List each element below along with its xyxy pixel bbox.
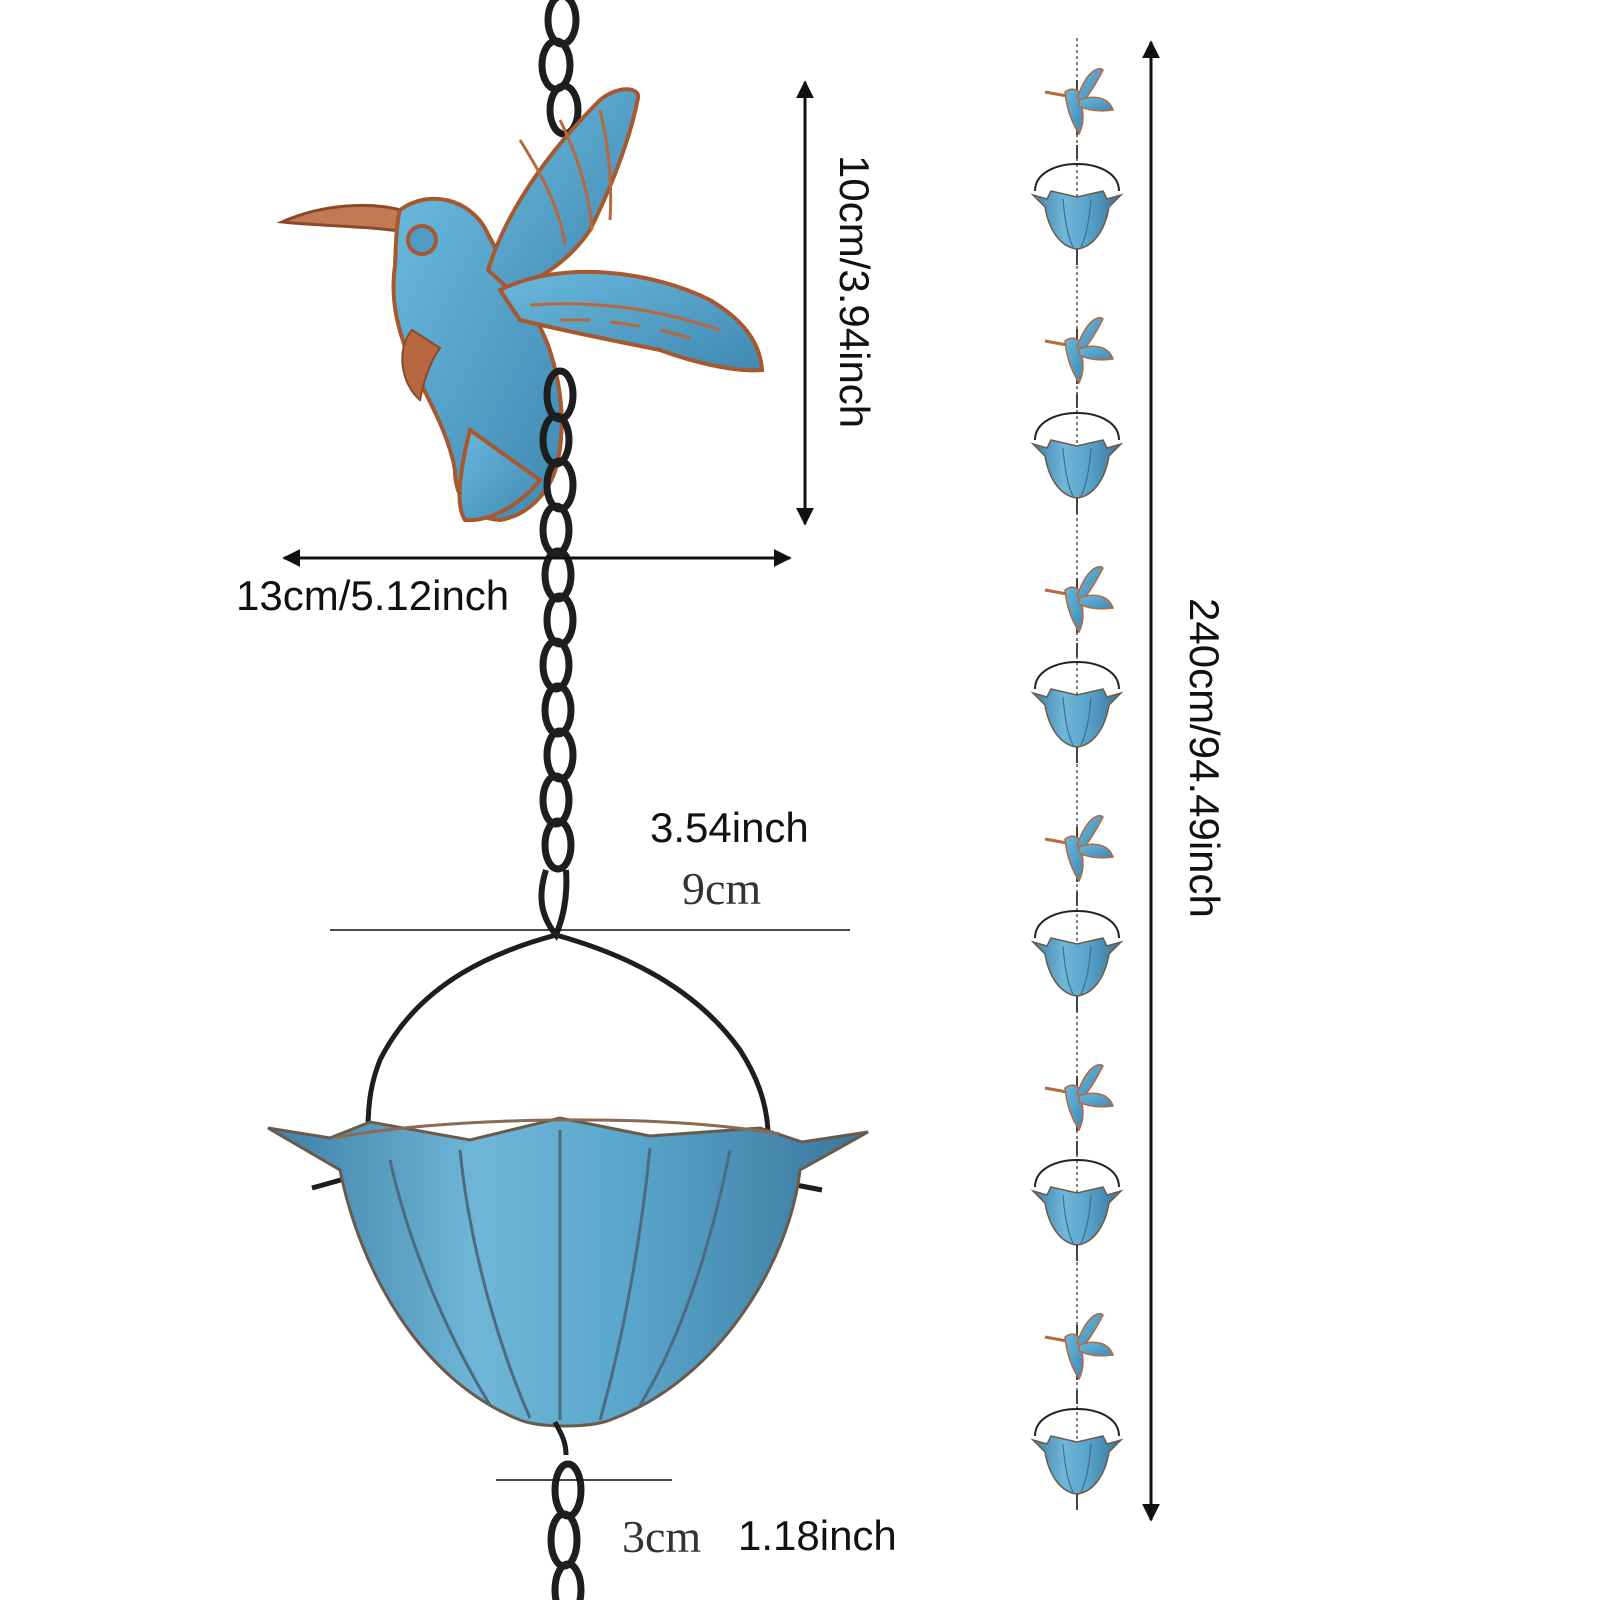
hummingbird-icon — [1043, 1312, 1115, 1382]
bottom-chain — [547, 1460, 585, 1600]
flower-cup-icon — [1032, 642, 1122, 764]
flower-cup-icon — [1032, 1389, 1122, 1511]
full-chain-preview — [1032, 38, 1122, 1511]
hummingbird-icon — [1043, 67, 1115, 137]
cup-width-cm-label: 9cm — [682, 863, 761, 914]
flower-cup-icon — [1032, 891, 1122, 1013]
flower-cup-icon — [267, 869, 869, 1456]
bird-height-label: 10cm/3.94inch — [831, 155, 878, 428]
middle-chain — [539, 367, 577, 873]
hummingbird-icon — [1043, 565, 1115, 635]
hummingbird-icon — [1043, 814, 1115, 884]
top-chain — [538, 0, 582, 138]
cup-width-inch-label: 3.54inch — [650, 804, 809, 851]
bird-width-label: 13cm/5.12inch — [236, 572, 509, 619]
hummingbird-icon — [276, 87, 765, 523]
cup-bottom-inch-label: 1.18inch — [738, 1512, 897, 1559]
hummingbird-icon — [1043, 316, 1115, 386]
total-length-label: 240cm/94.49inch — [1181, 598, 1228, 918]
hummingbird-icon — [1043, 1063, 1115, 1133]
flower-cup-icon — [1032, 1140, 1122, 1262]
flower-cup-icon — [1032, 144, 1122, 266]
flower-cup-icon — [1032, 393, 1122, 515]
cup-bottom-cm-label: 3cm — [622, 1511, 701, 1562]
